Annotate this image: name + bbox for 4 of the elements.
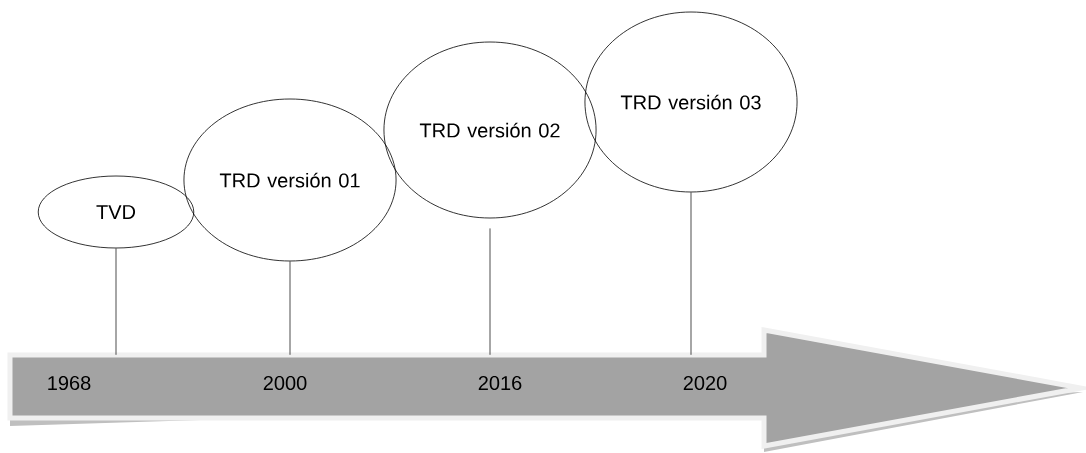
leader-line (115, 248, 117, 356)
leader-line (289, 261, 291, 356)
leader-line (690, 192, 692, 356)
leader-line (489, 228, 491, 356)
